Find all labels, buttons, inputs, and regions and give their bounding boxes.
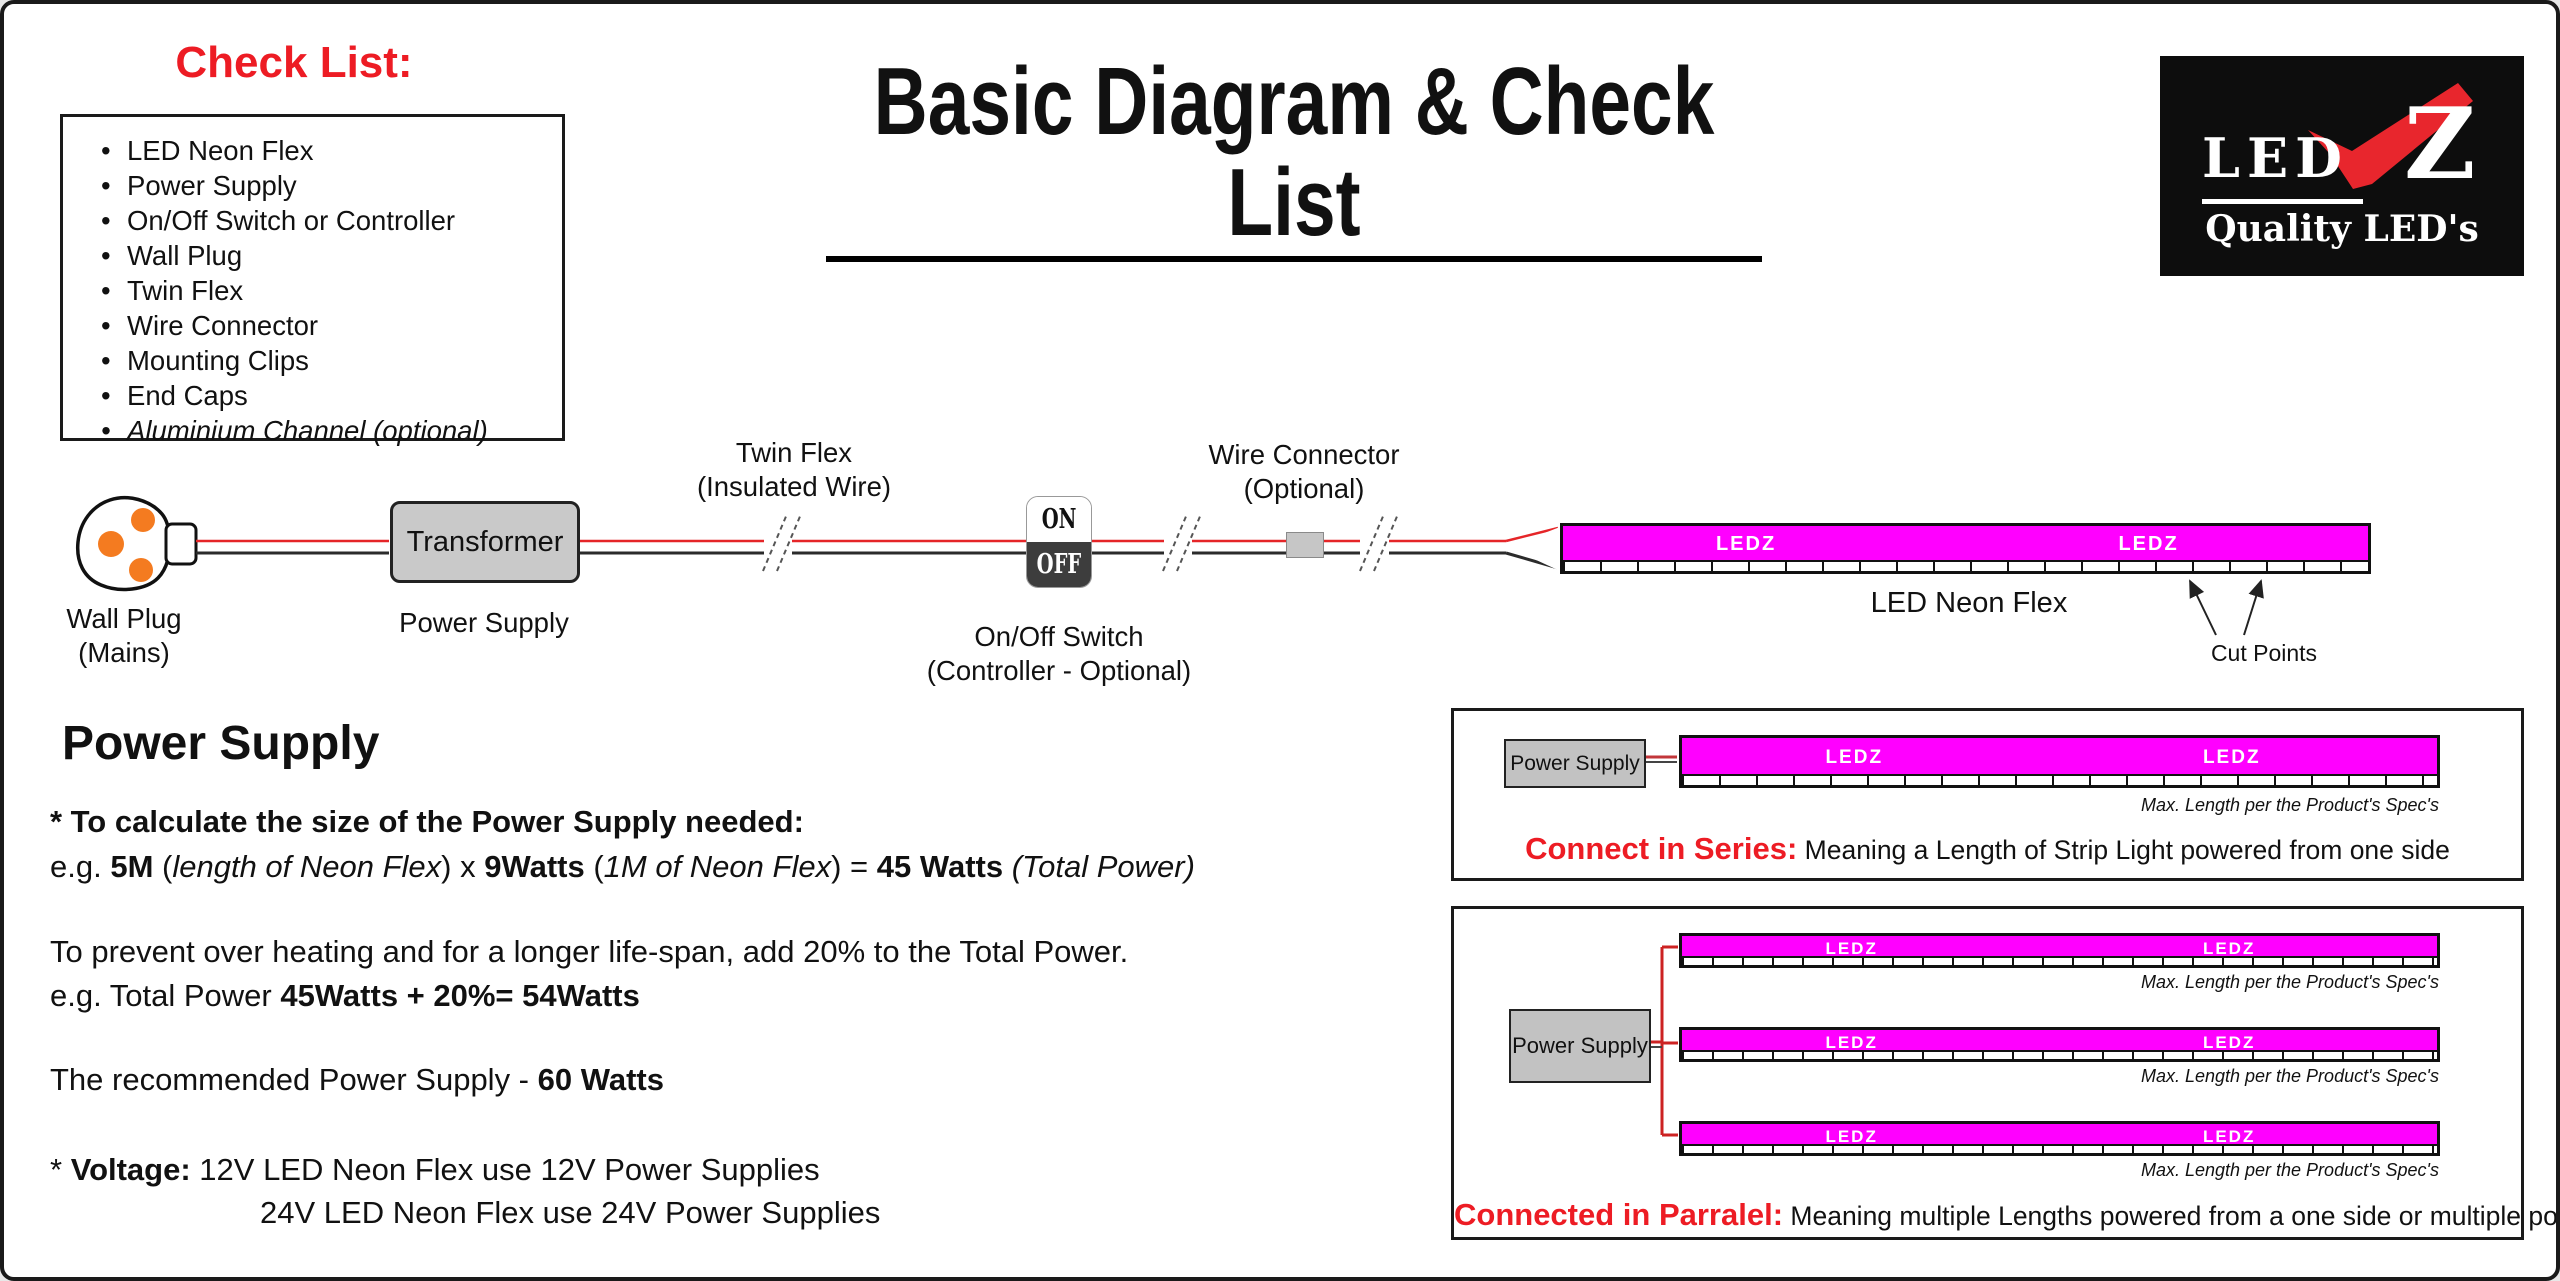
ps-example-line: e.g. 5M (length of Neon Flex) x 9Watts (…: [50, 849, 1195, 884]
strip-brand-label: LEDZ: [2118, 533, 2179, 555]
wire-break-marks: [762, 513, 1399, 572]
max-length-note: Max. Length per the Product's Spec's: [2140, 795, 2439, 815]
bullet-icon: •: [101, 415, 111, 446]
page-title: Basic Diagram & Check List: [694, 51, 1894, 262]
logo-brand-text: LED: [2202, 126, 2363, 204]
cut-point-arrows: [2189, 579, 2264, 636]
strip-brand-label: LEDZ: [1825, 1127, 1878, 1146]
strip-brand-label: LEDZ: [2202, 1033, 2256, 1052]
checklist-item: •Mounting Clips: [101, 345, 309, 376]
series-strip: LEDZ LEDZ: [1679, 735, 2440, 788]
strip-brand-label: LEDZ: [1825, 939, 1878, 958]
on-off-switch[interactable]: ON OFF: [1026, 496, 1092, 588]
twin-flex-label: Twin Flex(Insulated Wire): [696, 437, 892, 502]
series-caption-text: Meaning a Length of Strip Light powered …: [1797, 835, 2450, 865]
checklist-item: •Power Supply: [101, 170, 297, 201]
power-supply-label: Power Supply: [399, 607, 569, 638]
ps-total-line: e.g. Total Power 45Watts + 20%= 54Watts: [50, 978, 640, 1013]
power-supply-heading: Power Supply: [62, 717, 380, 770]
ps-voltage-line-24v: 24V LED Neon Flex use 24V Power Supplies: [260, 1195, 881, 1230]
parallel-caption: Connected in Parralel: Meaning multiple …: [1454, 1197, 2556, 1233]
switch-label: On/Off Switch(Controller - Optional): [926, 621, 1192, 686]
diagram-lines: [75, 495, 2264, 1137]
strip-cut-band: [1682, 1144, 2437, 1153]
logo-checkmark-icon: [2308, 83, 2473, 189]
checklist-item: •Twin Flex: [101, 275, 244, 306]
bullet-icon: •: [101, 170, 111, 201]
logo-z-text: Z: [2404, 87, 2476, 202]
connected-in-parallel-box: Power Supply LEDZ LEDZ Max. Length per t…: [1451, 906, 2556, 1240]
bullet-icon: •: [101, 135, 111, 166]
strip-cut-band: [1563, 560, 2368, 571]
strip-cut-band: [1682, 1050, 2437, 1059]
max-length-note: Max. Length per the Product's Spec's: [2140, 972, 2439, 992]
strip-brand-label: LEDZ: [2202, 747, 2261, 768]
strip-end-cap: [1508, 527, 1560, 571]
strip-cut-band: [1682, 774, 2437, 785]
parallel-strip: LEDZ LEDZ: [1679, 1027, 2440, 1062]
bullet-icon: •: [101, 310, 111, 341]
series-caption-title: Connect in Series:: [1525, 831, 1798, 866]
wall-plug-icon: [75, 495, 198, 592]
strip-brand-label: LEDZ: [1825, 747, 1884, 768]
checklist-item: •Aluminium Channel (optional): [101, 415, 488, 446]
strip-brand-label: LEDZ: [2202, 1127, 2256, 1146]
bullet-icon: •: [101, 275, 111, 306]
strip-brand-label: LEDZ: [1715, 533, 1777, 555]
series-caption: Connect in Series: Meaning a Length of S…: [1454, 831, 2521, 867]
switch-off-half[interactable]: OFF: [1027, 542, 1091, 587]
bullet-icon: •: [101, 380, 111, 411]
bullet-icon: •: [101, 205, 111, 236]
checklist-box: •LED Neon Flex •Power Supply •On/Off Swi…: [60, 114, 565, 446]
checklist-item: •LED Neon Flex: [101, 135, 314, 166]
logo-tagline: Quality LED's: [2205, 208, 2479, 250]
series-power-supply-box: Power Supply: [1504, 739, 1646, 788]
ps-recommend-line: The recommended Power Supply - 60 Watts: [50, 1062, 664, 1097]
checklist-item: •Wire Connector: [101, 310, 319, 341]
cut-points-label: Cut Points: [2210, 640, 2318, 666]
parallel-caption-title: Connected in Parralel:: [1454, 1197, 1784, 1232]
ledz-logo: LED Z Quality LED's: [2160, 56, 2524, 276]
led-neon-flex-label: LED Neon Flex: [1870, 587, 2068, 619]
transformer-box: Transformer: [390, 501, 580, 583]
max-length-note: Max. Length per the Product's Spec's: [2140, 1160, 2439, 1180]
bullet-icon: •: [101, 345, 111, 376]
parallel-caption-text: Meaning multiple Lengths powered from a …: [1783, 1201, 2560, 1231]
wire-connector-box: [1286, 532, 1324, 558]
wall-plug-label: Wall Plug(Mains): [66, 603, 182, 668]
parallel-power-supply-box: Power Supply: [1509, 1009, 1651, 1083]
led-neon-flex-strip: LEDZ LEDZ: [1560, 523, 2371, 574]
max-length-note: Max. Length per the Product's Spec's: [2140, 1066, 2439, 1086]
ps-calc-line: * To calculate the size of the Power Sup…: [50, 804, 804, 839]
bullet-icon: •: [101, 240, 111, 271]
series-wire: [1643, 755, 1677, 763]
checklist-item: •On/Off Switch or Controller: [101, 205, 456, 236]
checklist-item: •Wall Plug: [101, 240, 243, 271]
ps-overheat-line: To prevent over heating and for a longer…: [50, 934, 1129, 969]
connect-in-series-box: Power Supply LEDZ LEDZ Max. Length per t…: [1451, 708, 2524, 881]
parallel-wires: [1648, 945, 1678, 1137]
parallel-strip: LEDZ LEDZ: [1679, 1121, 2440, 1156]
checklist-item: •End Caps: [101, 380, 248, 411]
wire-connector-label: Wire Connector(Optional): [1208, 439, 1400, 504]
strip-brand-label: LEDZ: [2202, 939, 2256, 958]
ps-voltage-line-12v: * Voltage: 12V LED Neon Flex use 12V Pow…: [50, 1152, 820, 1187]
check-list-title: Check List:: [175, 38, 413, 87]
parallel-strip: LEDZ LEDZ: [1679, 933, 2440, 968]
wire-red: [196, 526, 1559, 543]
wire-black: [196, 551, 1559, 570]
switch-on-half[interactable]: ON: [1027, 497, 1091, 542]
strip-cut-band: [1682, 956, 2437, 965]
strip-brand-label: LEDZ: [1825, 1033, 1878, 1052]
plug-pin-stub: [164, 522, 198, 566]
